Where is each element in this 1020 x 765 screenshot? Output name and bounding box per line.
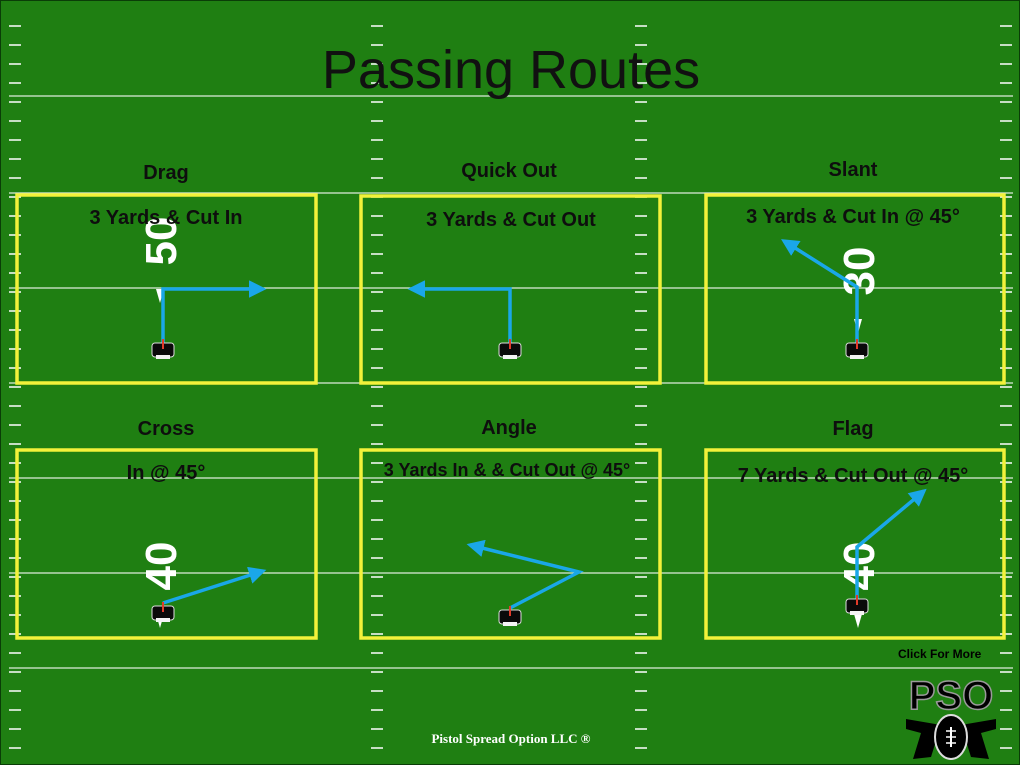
receiver-icon-angle <box>498 606 522 626</box>
receiver-face <box>156 355 170 359</box>
footer-copyright: Pistol Spread Option LLC ® <box>431 731 591 746</box>
receiver-face <box>503 355 517 359</box>
receiver-stripe <box>162 602 164 612</box>
route-box-flag <box>704 448 1006 640</box>
route-desc-angle: 3 Yards In & & Cut Out @ 45° <box>383 460 631 480</box>
route-box-slant <box>704 193 1006 385</box>
receiver-icon-quick-out <box>498 339 522 359</box>
receiver-icon-drag <box>151 339 175 359</box>
receiver-stripe <box>856 595 858 605</box>
receiver-icon-cross <box>151 602 175 622</box>
route-box-drag <box>15 193 318 385</box>
field-number-right-bottom-text: 40 <box>835 542 884 591</box>
route-desc-flag: 7 Yards & Cut Out @ 45° <box>737 465 969 487</box>
receiver-stripe <box>509 606 511 616</box>
logo-pistol-left-icon <box>906 719 941 759</box>
route-path-slant <box>781 239 859 349</box>
route-desc-slant: 3 Yards & Cut In @ 45° <box>746 206 960 228</box>
field-number-left-bottom-text: 40 <box>137 542 186 591</box>
receiver-face <box>850 611 864 615</box>
receiver-icon-slant <box>845 339 869 359</box>
field-number-left-top-text: 50 <box>137 217 186 266</box>
receiver-face <box>850 355 864 359</box>
route-desc-quick-out: 3 Yards & Cut Out <box>426 209 596 231</box>
route-name-angle: Angle <box>481 417 537 439</box>
route-name-drag: Drag <box>143 162 189 184</box>
route-path-flag <box>855 488 927 603</box>
route-name-cross: Cross <box>137 418 195 440</box>
receiver-stripe <box>856 339 858 349</box>
receiver-icon-flag <box>845 595 869 615</box>
field-number-right-bottom: 40 <box>835 542 884 628</box>
field-number-right-top: 30 <box>835 247 884 333</box>
field-number-left-top: 50 <box>137 217 186 303</box>
route-path-angle <box>466 539 584 610</box>
route-desc-drag: 3 Yards & Cut In <box>89 207 243 229</box>
route-path-cross <box>162 566 267 605</box>
logo-text: PSO <box>909 674 993 718</box>
route-box-quick-out <box>359 194 662 385</box>
page-title: Passing Routes <box>321 40 701 100</box>
click-for-more-link[interactable]: Click For More <box>898 647 982 661</box>
route-desc-cross: In @ 45° <box>126 462 206 484</box>
direction-arrow-icon <box>854 614 862 628</box>
logo-pistol-right-icon <box>961 719 996 759</box>
route-path-quick-out <box>407 280 512 349</box>
receiver-face <box>156 618 170 622</box>
pso-logo[interactable]: PSO <box>901 667 1001 762</box>
route-path-drag <box>161 280 267 349</box>
receiver-face <box>503 622 517 626</box>
route-name-quick-out: Quick Out <box>461 160 557 182</box>
receiver-stripe <box>509 339 511 349</box>
route-name-flag: Flag <box>832 418 874 440</box>
route-box-angle <box>359 448 662 640</box>
route-box-cross <box>15 448 318 640</box>
receiver-stripe <box>162 339 164 349</box>
route-name-slant: Slant <box>828 159 878 181</box>
field-number-right-top-text: 30 <box>835 247 884 296</box>
